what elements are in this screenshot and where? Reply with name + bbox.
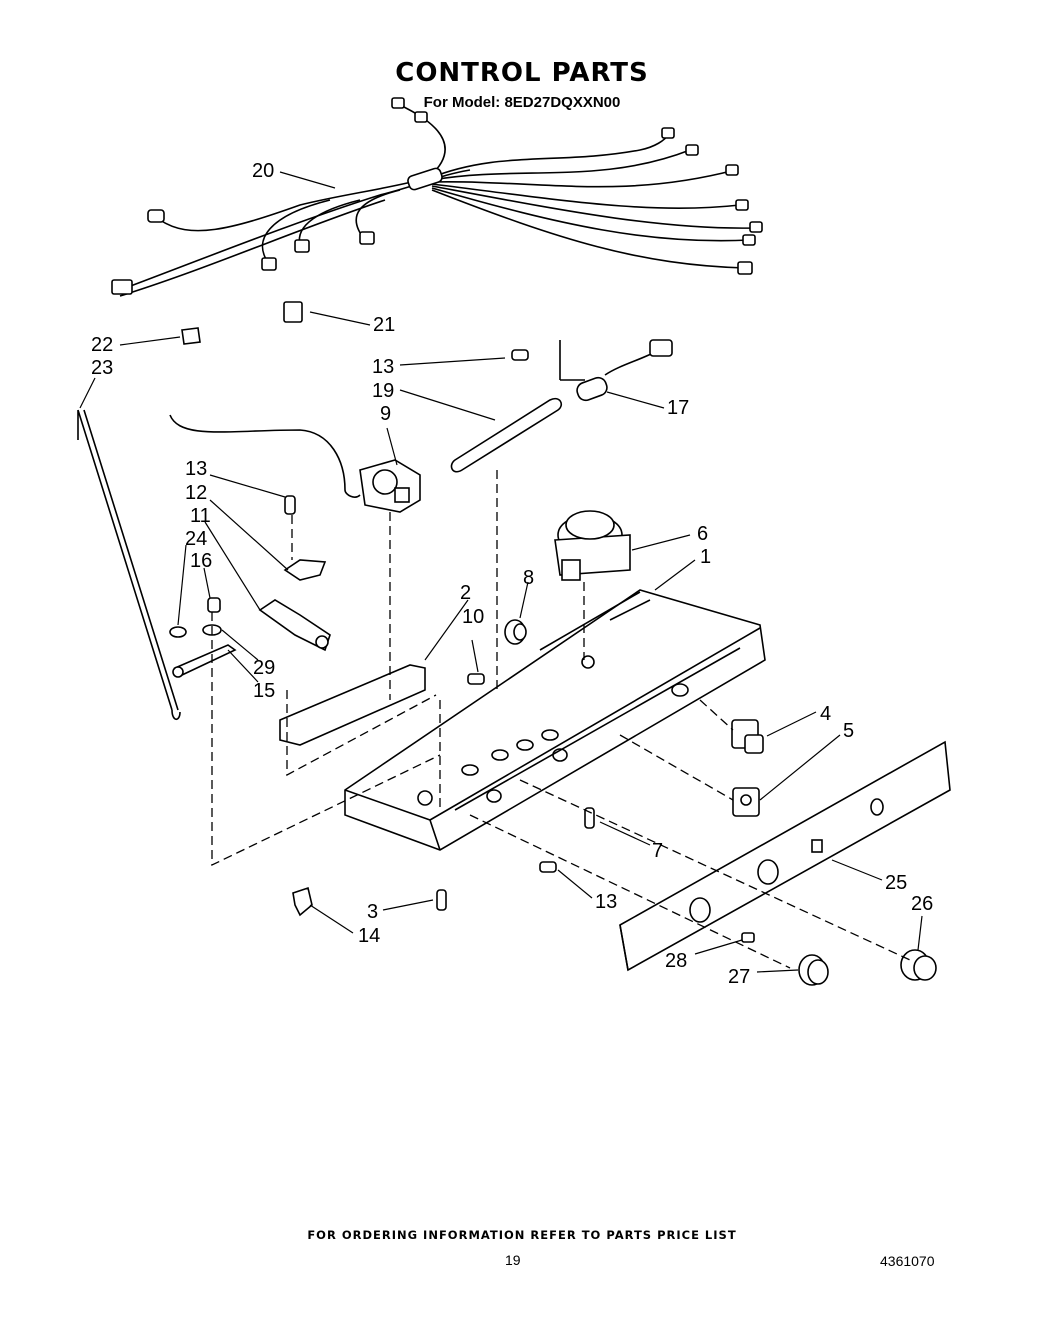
callout-1: 1 xyxy=(700,546,711,568)
control-panel xyxy=(619,740,951,972)
model-subtitle: For Model: 8ED27DQXXN00 xyxy=(423,94,621,111)
control-knob xyxy=(798,954,829,986)
callout-23: 23 xyxy=(91,357,113,379)
callout-14: 14 xyxy=(358,925,380,947)
callout-27: 27 xyxy=(728,966,750,988)
callout-8: 8 xyxy=(523,567,534,589)
mounting-bracket xyxy=(279,664,426,746)
sensor-assembly xyxy=(450,339,673,473)
page-number: 19 xyxy=(505,1252,521,1268)
callout-26: 26 xyxy=(911,893,933,915)
callout-13: 13 xyxy=(372,356,394,378)
ordering-footer: FOR ORDERING INFORMATION REFER TO PARTS … xyxy=(307,1228,737,1242)
callout-29: 29 xyxy=(253,657,275,679)
callout-16: 16 xyxy=(190,550,212,572)
callout-19: 19 xyxy=(372,380,394,402)
control-rod xyxy=(77,409,181,721)
clip-part xyxy=(741,932,755,943)
document-number: 4361070 xyxy=(880,1253,935,1269)
callout-6: 6 xyxy=(697,523,708,545)
callout-7: 7 xyxy=(652,840,663,862)
leader-lines xyxy=(79,171,923,973)
thermostat-part xyxy=(359,459,421,513)
control-knob xyxy=(900,949,937,981)
switch-part xyxy=(732,787,760,817)
assembly-lines xyxy=(211,470,911,969)
callout-28: 28 xyxy=(665,950,687,972)
callout-13: 13 xyxy=(185,458,207,480)
callout-22: 22 xyxy=(91,334,113,356)
switch-part xyxy=(731,719,764,754)
callout-25: 25 xyxy=(885,872,907,894)
light-socket-part xyxy=(504,619,527,645)
callout-4: 4 xyxy=(820,703,831,725)
callout-15: 15 xyxy=(253,680,275,702)
callout-11: 11 xyxy=(190,505,211,527)
screw-part xyxy=(539,861,557,873)
screw-part xyxy=(436,889,447,911)
callout-10: 10 xyxy=(462,606,484,628)
callout-21: 21 xyxy=(373,314,395,336)
wire-harness xyxy=(111,97,763,297)
control-housing xyxy=(344,589,766,851)
clip-part-small xyxy=(181,327,201,345)
callout-24: 24 xyxy=(185,528,207,550)
callout-9: 9 xyxy=(380,403,391,425)
defrost-timer-part xyxy=(554,510,631,581)
callout-20: 20 xyxy=(252,160,274,182)
callout-labels: 20 21 22 23 13 19 9 17 13 12 11 24 16 29… xyxy=(91,160,933,988)
callout-2: 2 xyxy=(460,582,471,604)
callout-13: 13 xyxy=(595,891,617,913)
callout-17: 17 xyxy=(667,397,689,419)
clip-part xyxy=(292,886,313,917)
switch-bracket-group xyxy=(169,495,331,678)
callout-12: 12 xyxy=(185,482,207,504)
sensor-capillary xyxy=(169,414,361,498)
page-title: CONTROL PARTS xyxy=(395,58,649,88)
callout-3: 3 xyxy=(367,901,378,923)
clip-part xyxy=(283,301,303,323)
callout-5: 5 xyxy=(843,720,854,742)
screw-part xyxy=(467,673,485,685)
